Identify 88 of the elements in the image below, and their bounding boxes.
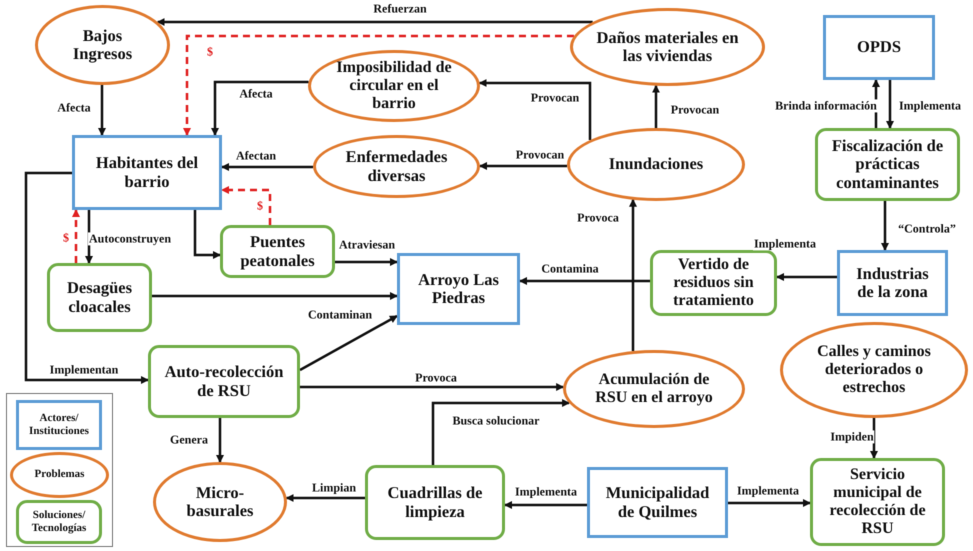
node-label: Imposibilidad de circular en el barrio <box>335 59 453 113</box>
node-label: Municipalidad de Quilmes <box>604 484 710 521</box>
arrow <box>299 314 398 372</box>
arrow <box>98 85 106 136</box>
edge-label: Provoca <box>414 371 458 385</box>
actor-box <box>397 253 520 325</box>
edge-label: Afecta <box>56 101 92 115</box>
arrow <box>629 198 637 352</box>
arrow <box>286 494 365 502</box>
edge-label: Limpian <box>311 481 357 495</box>
arrow <box>870 418 878 459</box>
edge-label: Provocan <box>514 148 566 162</box>
node-label: Micro-basurales <box>186 484 254 520</box>
legend-sample: Soluciones/ Tecnologías <box>16 500 102 544</box>
edge-label: Atraviesan <box>338 238 396 252</box>
solution-box <box>365 465 505 540</box>
edge-label: Implementa <box>753 237 817 251</box>
arrow <box>776 273 837 281</box>
edge-label: Impiden <box>829 430 875 444</box>
arrow <box>152 292 398 300</box>
legend-sample: Problemas <box>10 452 109 498</box>
edge-label: Provocan <box>670 103 720 117</box>
edge-label: Afectan <box>235 149 277 163</box>
arrow <box>183 34 574 136</box>
arrow <box>156 18 593 26</box>
edge-label: Contaminan <box>307 308 373 322</box>
arrow <box>221 186 272 225</box>
node-label: OPDS <box>856 38 901 57</box>
arrow <box>72 209 80 263</box>
edge-label: Afecta <box>238 87 274 101</box>
node-label: Enfermedades diversas <box>344 148 448 185</box>
edge-label: $ <box>206 45 214 59</box>
arrow <box>652 84 660 128</box>
node-label: Servicio municipal de recolección de RSU <box>828 466 927 538</box>
solution-box <box>650 250 777 316</box>
node-label: Calles y caminos deteriorados o estrechos <box>816 343 932 397</box>
arrow <box>886 80 894 129</box>
arrow <box>519 277 650 285</box>
arrow <box>728 499 811 507</box>
edge-label: Implementan <box>48 363 120 377</box>
node-label: Arroyo Las Piedras <box>417 270 500 308</box>
node-label: Industrias de la zona <box>855 264 930 302</box>
solution-box <box>220 225 335 278</box>
node-label: Acumulación de RSU en el arroyo <box>594 371 714 407</box>
node-label: Habitantes del barrio <box>94 154 200 191</box>
actor-box <box>837 250 948 316</box>
edge-label: Contamina <box>540 262 600 276</box>
edge-label: Implementa <box>736 484 800 498</box>
edge-label: $ <box>62 231 70 245</box>
actor-box <box>72 135 222 210</box>
edge-label: Provoca <box>576 211 620 225</box>
edge-label: Brinda información <box>774 99 878 113</box>
solution-box <box>148 345 300 418</box>
edge-label: Refuerzan <box>372 2 428 16</box>
legend-sample: Actores/ Instituciones <box>16 400 102 450</box>
arrow <box>504 501 587 509</box>
edge-label: Implementa <box>898 99 962 113</box>
edge-label: $ <box>256 199 264 213</box>
arrow <box>479 162 568 170</box>
arrow <box>216 418 224 463</box>
edge-label: Autoconstruyen <box>88 232 172 246</box>
node-label: Cuadrillas de limpieza <box>386 484 484 521</box>
node-label: Fiscalización de prácticas contaminantes <box>830 136 944 192</box>
edge-label: Genera <box>169 433 209 447</box>
edge-label: “Controla” <box>897 222 957 236</box>
node-label: Desagües cloacales <box>66 279 134 316</box>
node-label: Inundaciones <box>608 155 704 174</box>
arrow <box>24 172 149 384</box>
actor-box <box>587 467 728 538</box>
node-label: Puentes peatonales <box>239 233 316 270</box>
node-label: Auto-recolección de RSU <box>164 363 284 400</box>
node-label: Vertido de residuos sin tratamiento <box>672 256 755 310</box>
solution-box <box>815 128 960 201</box>
node-label: Daños materiales en las viviendas <box>595 28 740 66</box>
arrow <box>881 201 889 251</box>
arrow <box>300 383 564 391</box>
arrow <box>221 163 313 171</box>
arrow <box>194 210 221 259</box>
node-label: Bajos Ingresos <box>72 26 134 64</box>
edge-label: Implementa <box>514 485 578 499</box>
edge-label: Provocan <box>530 91 580 105</box>
solution-box <box>810 458 945 546</box>
edge-label: Busca solucionar <box>452 414 540 428</box>
solution-box <box>47 263 152 332</box>
arrow <box>211 80 309 136</box>
actor-box <box>823 15 935 80</box>
arrow <box>335 258 398 266</box>
arrow <box>478 79 592 140</box>
